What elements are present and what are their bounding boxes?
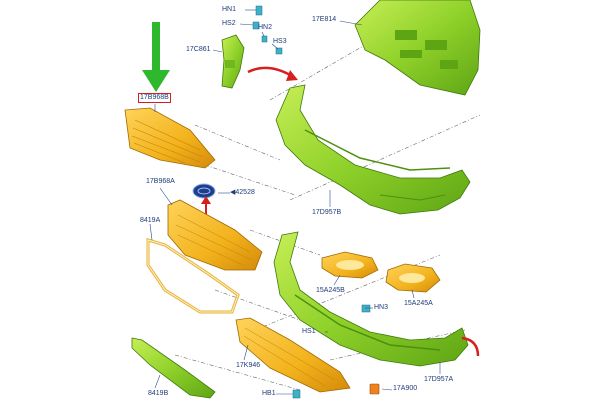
side-arrow-icon	[461, 336, 480, 357]
lower-bumper-part	[273, 231, 469, 367]
label-17c861: 17C861	[186, 46, 211, 53]
label-hb1: HB1	[262, 390, 276, 397]
upper-grille-part	[124, 107, 216, 169]
label-hs3: HS3	[273, 38, 287, 45]
fog-bezel-left-part	[321, 251, 379, 279]
label-17k946: 17K946	[236, 362, 261, 369]
grille-frame-part	[146, 237, 240, 314]
upper-bumper-part	[275, 84, 471, 215]
molding-part	[131, 337, 216, 399]
label-17b968b: 17B968B	[138, 93, 171, 103]
label-8419b: 8419B	[148, 390, 169, 397]
label-hn2: HN2	[258, 24, 273, 31]
label-15a245a: 15A245A	[404, 300, 433, 307]
label-17d957a: 17D957A	[424, 376, 454, 383]
lower-grille-insert-part	[235, 317, 351, 393]
label-17e814: 17E814	[312, 16, 337, 23]
oval-badge-icon	[192, 183, 216, 199]
label-42528: ◀42528	[230, 189, 255, 196]
label-17a900: 17A900	[393, 385, 418, 392]
curved-arrow-icon	[247, 66, 293, 78]
reinforcement-part	[354, 0, 481, 96]
label-15a245b: 15A245B	[316, 287, 345, 294]
label-hs1: HS1	[302, 328, 316, 335]
lower-grille-part	[167, 199, 263, 271]
fog-bezel-right-part	[385, 263, 441, 293]
label-leaders	[149, 9, 441, 395]
label-hn3: HN3	[374, 304, 389, 311]
label-17d957b: 17D957B	[312, 209, 342, 216]
bracket-part	[221, 34, 245, 89]
label-hs2: HS2	[222, 20, 236, 27]
down-arrow-icon	[142, 22, 170, 92]
label-17b968a: 17B968A	[146, 178, 175, 185]
arrowhead-icon	[286, 70, 298, 81]
label-8419a: 8419A	[140, 217, 161, 224]
lower-bracket-part	[369, 383, 380, 395]
label-hn1: HN1	[222, 6, 237, 13]
